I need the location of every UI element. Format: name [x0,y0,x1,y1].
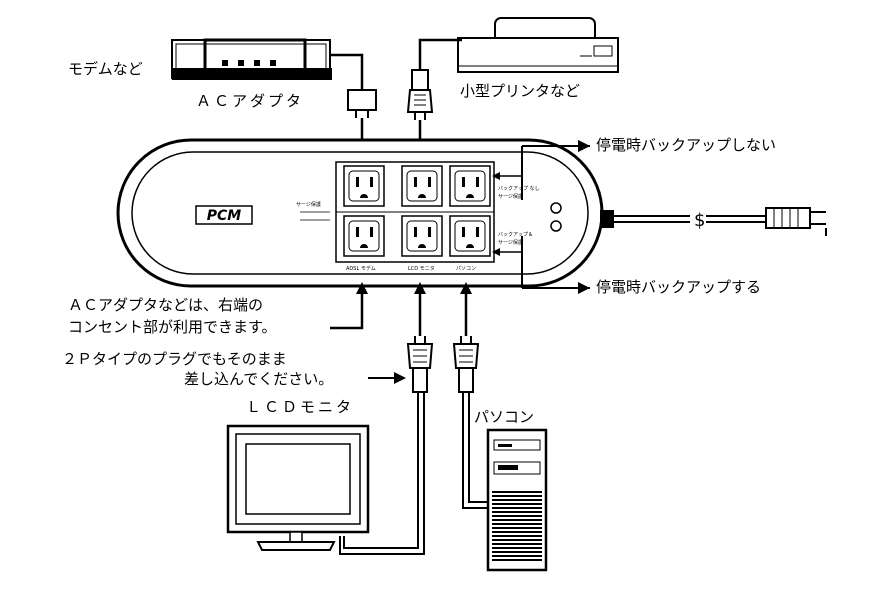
outlet-caption-lcd: LCD モニタ [408,265,435,272]
outlet-bottom-label: バックアップ＆ [498,232,533,238]
outlet-top-label-sub: サージ保護 [498,193,523,200]
outlet-caption-adsl: ADSL モデム [346,265,376,272]
ac-adapter-label: ＡＣアダプタ [196,92,305,110]
pc-label: パソコン [474,408,535,426]
ac-note-arrow [330,282,368,330]
plug-note-line1: ２Ｐタイプのプラグでもそのまま [62,350,287,368]
outlet-panel [335,161,495,263]
outlet-bottom-label-sub: サージ保護 [498,239,523,246]
indicator-light-bottom [550,220,562,232]
outlets [343,165,491,257]
power-cord: $ [600,207,827,236]
pcm-logo: PCM [207,208,242,224]
outlet-top-3 [449,165,491,207]
outlet-bottom-2 [401,215,443,257]
pc-plug-icon [452,282,488,509]
no-backup-label: 停電時バックアップしない [596,136,777,154]
backup-arrow [492,236,590,294]
lcd-plug-icon [339,282,434,555]
no-backup-arrow [492,140,590,200]
outlet-top-2 [401,165,443,207]
outlet-caption-pc: パソコン [456,266,476,272]
plug-note-arrow [368,372,406,384]
ups-body: PCM サージ保護 バックアップ なし サージ保護 バックアップ＆ サージ保護 … [116,138,604,288]
outlet-top-label: バックアップ なし [498,185,540,192]
pc-vents [492,491,542,561]
pc-tower-device [486,428,548,572]
ac-note-line2: コンセント部が利用できます。 [68,318,277,336]
ac-note-line1: ＡＣアダプタなどは、右端の [68,296,264,314]
cord-break-symbol: $ [694,210,705,231]
lcd-monitor-label: ＬＣＤモニタ [246,398,355,416]
outlet-bottom-1 [343,215,385,257]
modem-label: モデムなど [68,60,143,78]
plug-note-line2: 差し込んでください。 [184,370,334,388]
printer-device [418,17,619,73]
backup-label: 停電時バックアップする [596,278,762,296]
side-label: サージ保護 [296,201,321,208]
outlet-top-1 [343,165,385,207]
lcd-monitor-device [226,424,370,551]
modem-device [171,38,364,90]
indicator-light-top [550,202,562,214]
outlet-bottom-3 [449,215,491,257]
small-printer-label: 小型プリンタなど [460,82,581,100]
